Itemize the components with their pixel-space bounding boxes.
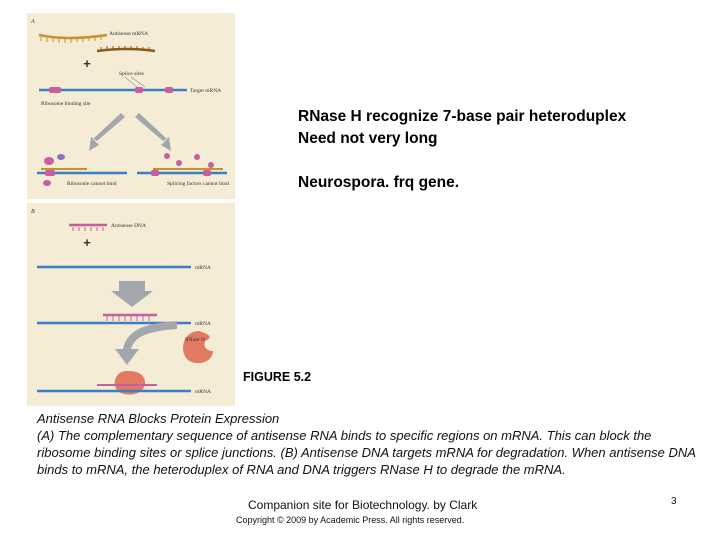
splice-sites-label: Splice sites: [119, 71, 144, 77]
side-text-line-2: Need not very long: [298, 130, 438, 147]
target-mrna-label: Target mRNA: [190, 88, 221, 94]
plus-sign-b: +: [83, 235, 91, 250]
antisense-rna-label: Antisense mRNA: [109, 31, 148, 37]
ribosome-cannot-bind-label: Ribosome cannot bind: [67, 181, 117, 187]
arrow-down-b: [111, 281, 153, 307]
panel-b: B Antisense DNA + mRNA mRNA RNase H: [27, 203, 235, 406]
panel-b-diagram: B Antisense DNA + mRNA mRNA RNase H: [31, 209, 213, 395]
antisense-rna-strand: [38, 33, 108, 43]
ribosome-block-result: [37, 154, 127, 186]
antisense-dna-label: Antisense DNA: [111, 223, 146, 229]
footer-copyright: Copyright © 2009 by Academic Press. All …: [236, 515, 465, 525]
splicing-factors-cannot-bind-label: Splicing factors cannot bind: [167, 180, 229, 187]
rnase-h-label: RNase H: [185, 337, 205, 343]
target-mrna-strand: [39, 87, 187, 93]
mrna-label-2: mRNA: [195, 321, 211, 327]
antisense-rna-strand-2: [96, 46, 156, 53]
panel-a-diagram: A Antisense mRNA + Splice sites Target m…: [30, 19, 229, 187]
side-text-line-3: Neurospora. frq gene.: [298, 174, 460, 191]
panel-a-letter: A: [30, 19, 35, 25]
arrow-left-down: [89, 113, 125, 151]
mrna-label-3: mRNA: [195, 389, 211, 395]
figure-label: FIGURE 5.2: [243, 370, 312, 384]
figure-5-2-illustration: A Antisense mRNA + Splice sites Target m…: [27, 13, 235, 406]
caption-title: Antisense RNA Blocks Protein Expression: [37, 411, 280, 426]
caption-body: (A) The complementary sequence of antise…: [37, 428, 696, 477]
antisense-dna-strand: [69, 223, 107, 231]
arrow-to-degradation: [115, 321, 177, 365]
rnase-h-degradation: [37, 371, 191, 395]
panel-a: A Antisense mRNA + Splice sites Target m…: [27, 13, 235, 199]
panel-b-letter: B: [31, 209, 35, 215]
caption: Antisense RNA Blocks Protein Expression …: [37, 410, 697, 478]
arrow-right-down: [135, 113, 171, 151]
page-number: 3: [671, 496, 677, 507]
mrna-label-1: mRNA: [195, 265, 211, 271]
rnase-h-enzyme: [183, 331, 213, 364]
ribosome-binding-site-label: Ribosome binding site: [41, 101, 91, 107]
splicing-block-result: [137, 153, 227, 176]
plus-sign-a: +: [83, 56, 91, 71]
footer-site: Companion site for Biotechnology. by Cla…: [248, 498, 478, 512]
side-text-line-1: RNase H recognize 7-base pair heterodupl…: [298, 108, 627, 125]
